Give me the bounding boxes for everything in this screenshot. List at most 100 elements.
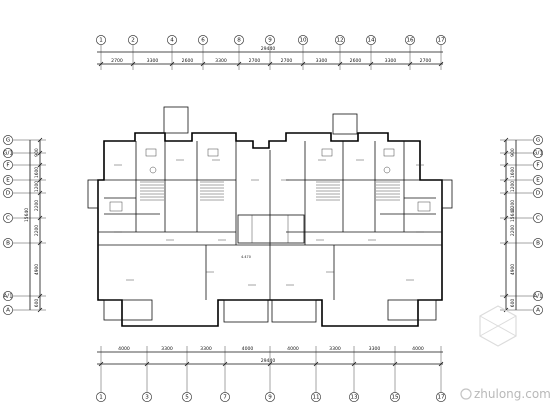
dimension-right: 1200 [510,181,516,192]
axis-top-1: 2 [128,35,138,45]
dimension-right: 4900 [510,264,516,275]
axis-bottom-7: 15 [390,392,400,402]
dimension-right: 900 [510,148,516,157]
axis-left-0: G [3,135,13,145]
dimension-left: 1200 [34,181,40,192]
axis-right-2: F [533,160,543,170]
axis-right-1: G/1 [533,148,543,158]
balcony-bottom-1 [103,299,153,321]
axis-left-3: E [3,175,13,185]
axis-right-label: E [536,177,540,183]
axis-top-label: 16 [406,37,414,43]
axis-bottom-2: 5 [182,392,192,402]
axis-bottom-label: 1 [99,394,103,400]
axis-right-label: F [536,162,539,168]
axis-top-9: 16 [405,35,415,45]
axis-top-2: 4 [167,35,177,45]
dimension-right: 2200 [510,200,516,211]
dimension-top: 2700 [249,58,261,64]
dimension-bottom: 3300 [329,346,341,352]
axis-bottom-label: 9 [268,394,272,400]
axis-top-4: 8 [234,35,244,45]
axis-top-3: 6 [198,35,208,45]
room-annotations [114,159,424,286]
axis-left-8: A [3,305,13,315]
axis-top-label: 14 [367,37,375,43]
dimension-top: 2600 [350,58,362,64]
axis-left-label: E [6,177,10,183]
dimension-bottom: 4000 [242,346,254,352]
axis-top-label: 8 [237,37,241,43]
balcony-bottom-2 [223,299,269,323]
balcony-top-left [163,106,189,134]
balcony-top-right [332,113,358,135]
stair-core [237,214,305,244]
dimension-top: 2700 [111,58,123,64]
axis-left-4: D [3,188,13,198]
axis-top-6: 10 [298,35,308,45]
dimension-bottom: 4000 [118,346,130,352]
floor-plan: 4.470 [87,106,453,327]
watermark: zhulong.com [460,387,551,401]
axis-top-label: 1 [99,37,103,43]
axis-left-label: F [6,162,9,168]
dimension-top: 2600 [182,58,194,64]
dimension-bottom: 3300 [369,346,381,352]
dimension-total-right: 15640 [510,208,516,222]
axis-bottom-label: 11 [312,394,320,400]
dimension-top: 3300 [147,58,159,64]
dimension-right: 2200 [510,225,516,236]
dimension-total-top: 29440 [261,46,276,52]
axis-top-label: 2 [131,37,135,43]
axis-top-label: 4 [170,37,174,43]
axis-left-1: G/1 [3,148,13,158]
axis-bottom-label: 13 [350,394,358,400]
axis-bottom-label: 3 [145,394,149,400]
axis-left-label: A/1 [3,293,13,299]
axis-top-label: 12 [336,37,343,43]
axis-top-label: 10 [299,37,307,43]
dimension-total-bottom: 29440 [261,358,276,364]
balcony-right [441,179,453,209]
dimension-bottom: 3300 [161,346,173,352]
axis-top-10: 17 [436,35,446,45]
axis-bottom-label: 15 [391,394,399,400]
axis-bottom-0: 1 [96,392,106,402]
axis-left-2: F [3,160,13,170]
dimension-right: 1600 [510,167,516,178]
axis-bottom-label: 17 [437,394,445,400]
axis-left-label: A [6,307,10,313]
axis-top-7: 12 [335,35,345,45]
axis-right-label: B [536,240,540,246]
dimension-left: 4900 [34,264,40,275]
dimension-right: 600 [510,299,516,308]
axis-bottom-8: 17 [436,392,446,402]
axis-top-5: 9 [265,35,275,45]
balcony-left [87,179,99,209]
axis-right-7: A/1 [533,291,543,301]
axis-left-label: B [6,240,10,246]
axis-left-label: D [6,190,10,196]
dimension-left: 600 [34,299,40,308]
axis-right-label: A [536,307,540,313]
axis-bottom-5: 11 [311,392,321,402]
dimension-top: 2700 [420,58,432,64]
axis-top-label: 17 [437,37,445,43]
axis-left-6: B [3,238,13,248]
dimension-top: 3300 [215,58,227,64]
balcony-bottom-4 [387,299,437,321]
dimension-total-left: 15640 [24,208,30,222]
elevation-label: 4.470 [241,255,251,259]
axis-left-5: C [3,213,13,223]
axis-right-label: C [536,215,540,221]
axis-right-6: B [533,238,543,248]
axis-right-8: A [533,305,543,315]
dimension-top: 3300 [316,58,328,64]
dimension-left: 1600 [34,167,40,178]
